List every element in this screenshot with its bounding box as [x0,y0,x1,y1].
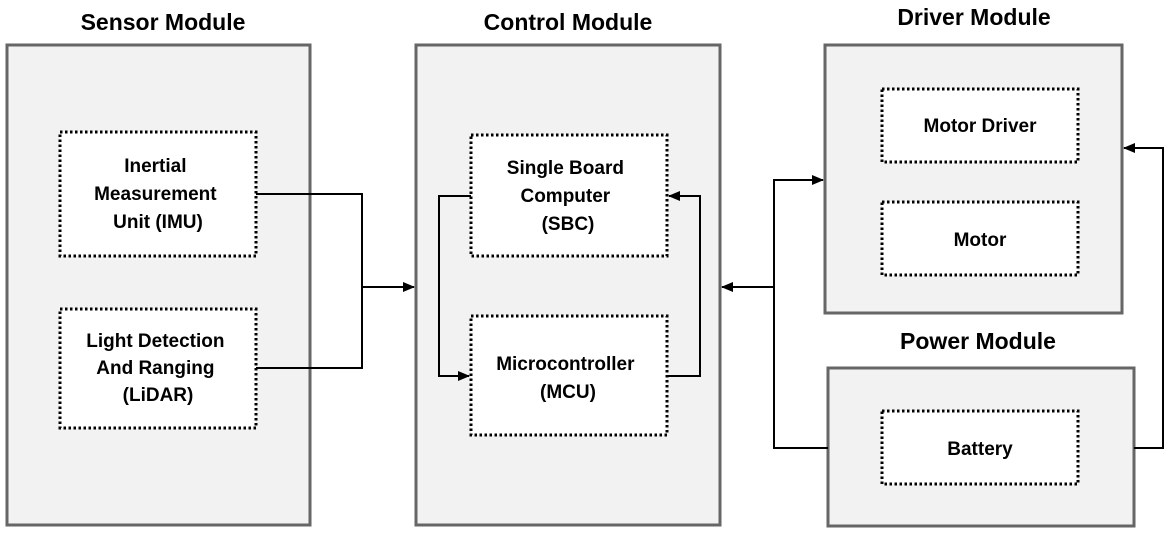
mcu-label-line: Microcontroller [496,354,635,375]
sbc-label-line: Single Board [507,158,624,179]
lidar-label-line: Light Detection [86,331,224,352]
motor-driver-box [880,87,1080,164]
lidar-box [58,307,258,430]
control-module-title: Control Module [484,9,653,35]
sbc-label: Single Board Computer (SBC) [507,158,629,235]
lidar-output-line [256,287,363,369]
mcu-box [469,314,669,437]
imu-label-line: Unit (IMU) [113,212,203,233]
lidar-label: Light Detection And Ranging (LiDAR) [86,331,230,406]
sbc-to-mcu-arrow [438,195,471,381]
motor-driver-label: Motor Driver [924,116,1038,137]
lidar-label-line: (LiDAR) [123,385,194,406]
sensor-module-title: Sensor Module [81,9,246,35]
imu-label-line: Inertial [124,156,186,177]
motor-box [880,200,1080,277]
battery-box [880,409,1080,486]
driver-module-title: Driver Module [897,4,1050,30]
power-to-driver-arrow [773,175,824,287]
imu-label: Inertial Measurement Unit (IMU) [94,156,222,233]
sbc-box [469,133,669,258]
battery-to-driver-arrow [1123,143,1164,449]
sbc-label-line: Computer [520,186,610,207]
sensor-module-box [5,43,312,527]
imu-label-line: Measurement [94,184,217,205]
lidar-label-line: And Ranging [96,358,214,379]
imu-box [58,130,258,258]
mcu-label: Microcontroller (MCU) [496,354,640,403]
imu-output-line [256,193,363,287]
mcu-label-line: (MCU) [540,382,596,403]
mcu-to-sbc-arrow [667,191,701,377]
battery-label: Battery [947,439,1013,460]
motor-label: Motor [954,230,1007,251]
power-module-title: Power Module [900,328,1056,354]
sbc-label-line: (SBC) [542,214,595,235]
power-to-control-arrow [721,282,828,449]
control-module-box [414,43,722,527]
